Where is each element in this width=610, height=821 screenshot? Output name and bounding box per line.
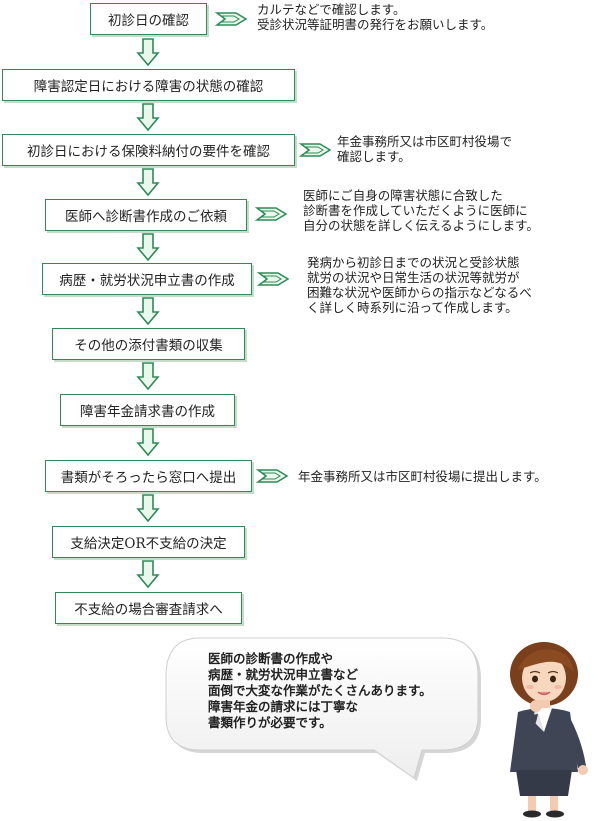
step-label: 不支給の場合審査請求へ: [74, 602, 223, 618]
right-arrow-icon: [254, 207, 288, 221]
step-box-2: 障害認定日における障害の状態の確認: [2, 69, 295, 101]
down-arrow-icon: [136, 428, 160, 457]
step-note-4: 医師にご自身の障害状態に合致した 診断書を作成していただくように医師に 自分の状…: [303, 188, 539, 233]
step-label: 障害年金請求書の作成: [80, 404, 215, 420]
step-label: 書類がそろったら窓口へ提出: [60, 470, 237, 486]
step-box-4: 医師へ診断書作成のご依頼: [45, 199, 247, 231]
step-note-1: カルテなどで確認します。 受診状況等証明書の発行をお願いします。: [257, 2, 494, 32]
step-box-8: 書類がそろったら窓口へ提出: [45, 460, 252, 492]
down-arrow-icon: [136, 103, 160, 132]
speech-bubble: [165, 637, 481, 781]
step-label: 支給決定OR不支給の決定: [70, 536, 227, 552]
down-arrow-icon: [136, 297, 160, 326]
right-arrow-icon: [298, 143, 332, 157]
down-arrow-icon: [136, 362, 160, 391]
down-arrow-icon: [136, 168, 160, 197]
step-box-6: その他の添付書類の収集: [52, 328, 245, 360]
right-arrow-icon: [214, 12, 248, 26]
bubble-text: 医師の診断書の作成や 病歴・就労状況申立書など 面倒で大変な作業がたくさんありま…: [208, 651, 432, 730]
step-box-5: 病歴・就労状況申立書の作成: [42, 263, 252, 295]
step-box-9: 支給決定OR不支給の決定: [52, 526, 245, 558]
step-box-3: 初診日における保険料納付の要件を確認: [2, 134, 295, 166]
step-label: 医師へ診断書作成のご依頼: [65, 209, 227, 225]
step-label: 初診日における保険料納付の要件を確認: [27, 144, 270, 160]
down-arrow-icon: [136, 494, 160, 523]
step-label: 初診日の確認: [108, 13, 189, 29]
step-note-5: 発病から初診日までの状況と受診状態 就労の状況や日常生活の状況等就労が 困難な状…: [307, 255, 532, 315]
down-arrow-icon: [136, 560, 160, 589]
step-note-3: 年金事務所又は市区町村役場で 確認します。: [337, 134, 513, 164]
down-arrow-icon: [136, 233, 160, 262]
step-note-8: 年金事務所又は市区町村役場に提出します。: [298, 469, 547, 484]
step-label: 障害認定日における障害の状態の確認: [33, 79, 264, 95]
right-arrow-icon: [255, 469, 289, 483]
step-box-10: 不支給の場合審査請求へ: [55, 592, 242, 624]
down-arrow-icon: [136, 38, 160, 67]
step-box-1: 初診日の確認: [90, 3, 207, 35]
businesswoman-illustration: [510, 642, 588, 818]
right-arrow-icon: [256, 272, 290, 286]
step-box-7: 障害年金請求書の作成: [60, 394, 235, 426]
step-label: その他の添付書類の収集: [74, 338, 223, 354]
step-label: 病歴・就労状況申立書の作成: [59, 273, 235, 289]
